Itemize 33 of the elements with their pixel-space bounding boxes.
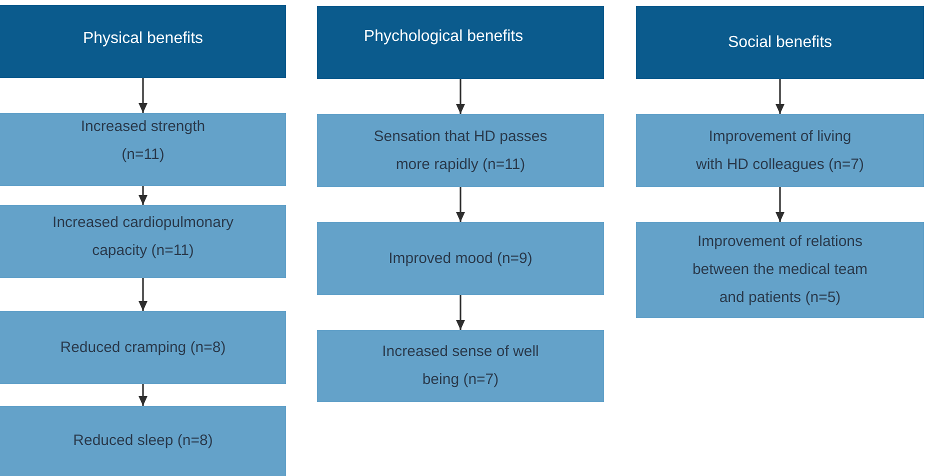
box-label: Social benefits (728, 32, 832, 52)
arrow (456, 79, 465, 114)
box-label: Improved mood (n=9) (388, 248, 532, 268)
box-label: Sensation that HD passes more rapidly (n=11) (372, 126, 548, 174)
box-label: Phychological benefits (364, 26, 524, 46)
process-box (0, 205, 286, 278)
process-box (0, 406, 286, 476)
process-box (636, 114, 924, 187)
box-label: Improvement of living with HD colleagues (n=7) (695, 126, 865, 174)
arrow (138, 278, 148, 311)
header-box (0, 5, 286, 78)
box-label: Increased sense of well being (n=7) (381, 342, 540, 390)
box-label: Physical benefits (82, 28, 204, 48)
process-box (317, 114, 604, 187)
box-label: Reduced cramping (n=8) (60, 338, 226, 358)
arrow (776, 187, 784, 222)
process-box (636, 222, 924, 318)
box-label: Increased strength (n=11) (80, 117, 206, 165)
box-label: Improvement of relations between the medical team and patients (n=5) (691, 232, 869, 308)
header-box (636, 6, 924, 79)
arrow (138, 384, 148, 406)
arrow (776, 79, 784, 114)
arrow (456, 187, 465, 222)
box-label: Reduced sleep (n=8) (73, 431, 213, 451)
header-box (317, 6, 604, 79)
process-box (317, 222, 604, 295)
arrow (456, 295, 465, 330)
box-label: Increased cardiopulmonary capacity (n=11) (52, 213, 234, 261)
arrow (138, 186, 148, 205)
process-box (317, 330, 604, 402)
process-box (0, 311, 286, 384)
process-box (0, 113, 286, 186)
arrow (138, 78, 148, 113)
